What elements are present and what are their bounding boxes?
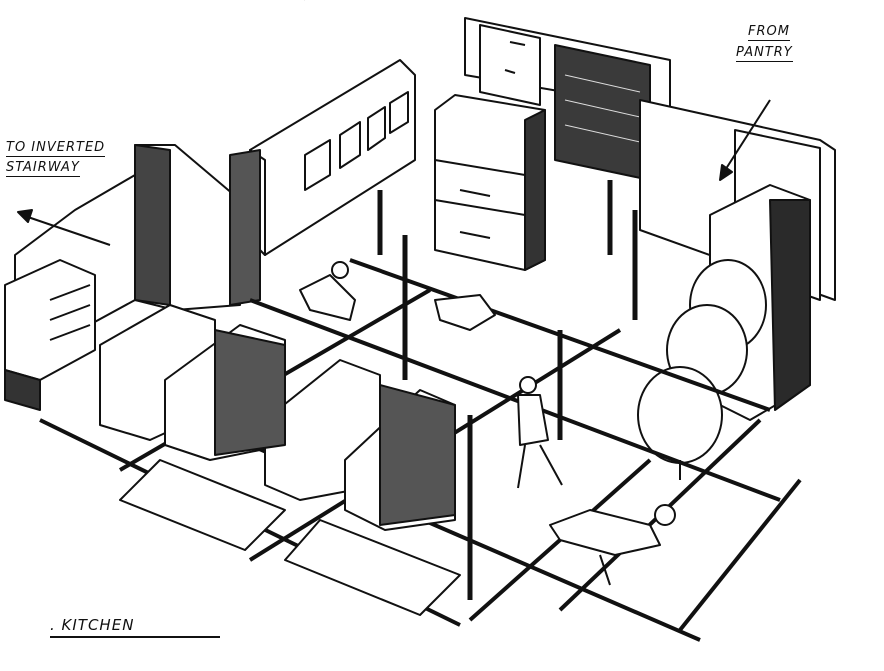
fallen-figure — [549, 504, 676, 586]
diagram-title: . KITCHEN — [50, 616, 220, 638]
to-stairway-label-2: STAIRWAY — [6, 160, 80, 177]
back-shelving — [554, 44, 651, 181]
ranges — [99, 304, 456, 531]
central-cabinet — [434, 94, 546, 271]
poles — [377, 180, 638, 600]
to-stairway-label: TO INVERTED — [6, 140, 106, 157]
from-pantry-label-2: PANTRY — [736, 45, 793, 62]
tall-cabinet — [134, 144, 261, 311]
standing-figure — [517, 376, 563, 489]
fallen-figure — [299, 261, 356, 321]
title-text: . KITCHEN — [50, 616, 135, 634]
left-wall — [4, 174, 136, 411]
fallen-figure — [434, 294, 496, 331]
kettles — [637, 259, 767, 480]
sink-trays — [119, 459, 461, 616]
arrow-left-icon — [17, 209, 111, 246]
upper-cabinets — [249, 0, 416, 256]
from-pantry-label: FROM — [748, 24, 790, 41]
